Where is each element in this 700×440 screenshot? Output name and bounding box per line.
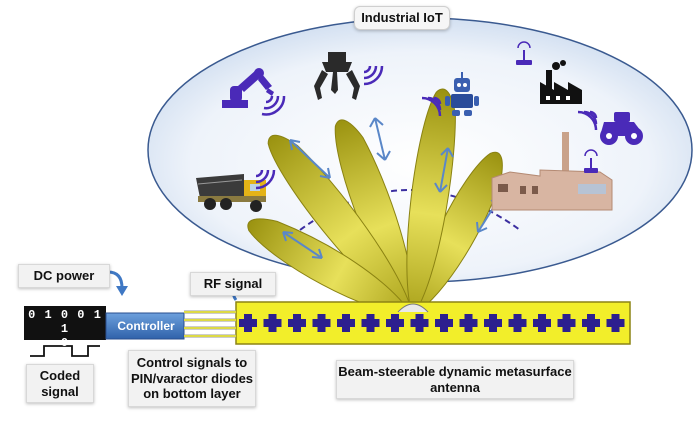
rf-signal-label: RF signal (190, 272, 276, 296)
feed-point (397, 303, 429, 313)
beam-arrow (289, 139, 331, 179)
beam-arrow (369, 117, 391, 161)
unit-cell (337, 314, 355, 332)
wireless-signal-icon (577, 110, 598, 131)
controller-block[interactable] (105, 312, 185, 340)
beam-arrow (282, 231, 323, 259)
antenna-label: Beam-steerable dynamic metasurface anten… (336, 360, 574, 400)
beam-arrow (434, 147, 454, 193)
unit-cell (484, 314, 502, 332)
humanoid-robot-icon (445, 72, 479, 116)
unit-cell (508, 314, 527, 332)
beam-lobe (247, 218, 414, 317)
control-lines (184, 310, 236, 338)
robot-arm-icon (222, 68, 274, 108)
wifi-router-icon (584, 149, 598, 173)
unit-cell (459, 314, 478, 332)
beam-lobes (247, 88, 503, 318)
unit-cells (239, 314, 625, 332)
wireless-signal-icon (261, 95, 286, 116)
wireless-signal-icon (255, 169, 276, 190)
industrial-plant-icon (491, 132, 613, 211)
metasurface-antenna (235, 301, 631, 345)
bit-sequence-line: 0 (60, 336, 70, 350)
wifi-router-icon (516, 41, 532, 65)
robotic-gripper-icon (314, 52, 360, 100)
diagram-title: Industrial IoT (354, 6, 450, 30)
control-signals-label: Control signals to PIN/varactor diodes o… (128, 350, 256, 407)
unit-cell (582, 314, 600, 332)
unit-cell (288, 314, 306, 332)
beam-lobe (406, 88, 456, 318)
unit-cell (386, 314, 404, 332)
unit-cell (239, 314, 257, 332)
bit-sequence: 0 1 0 0 1 1 0 (26, 308, 104, 350)
unit-cell (312, 314, 331, 332)
coded-signal-label: Coded signal (26, 364, 94, 404)
wireless-signal-icon (421, 96, 442, 117)
bit-sequence-line: 0 1 0 0 1 1 (28, 308, 102, 336)
dc-power-arrow (107, 270, 128, 296)
unit-cell (435, 314, 453, 332)
unit-cell (533, 314, 551, 332)
monster-truck-icon (600, 112, 643, 145)
bit-sequence-box (24, 306, 106, 340)
dump-truck-icon (196, 174, 266, 212)
unit-cell (263, 314, 282, 332)
unit-cell (557, 314, 576, 332)
unit-cell (606, 314, 625, 332)
factory-icon (540, 60, 582, 104)
controller-label: Controller (117, 319, 175, 333)
wireless-signal-icon (363, 65, 384, 86)
dc-power-label: DC power (18, 264, 110, 288)
unit-cell (361, 314, 380, 332)
coded-waveform (30, 345, 100, 357)
unit-cell (410, 314, 429, 332)
